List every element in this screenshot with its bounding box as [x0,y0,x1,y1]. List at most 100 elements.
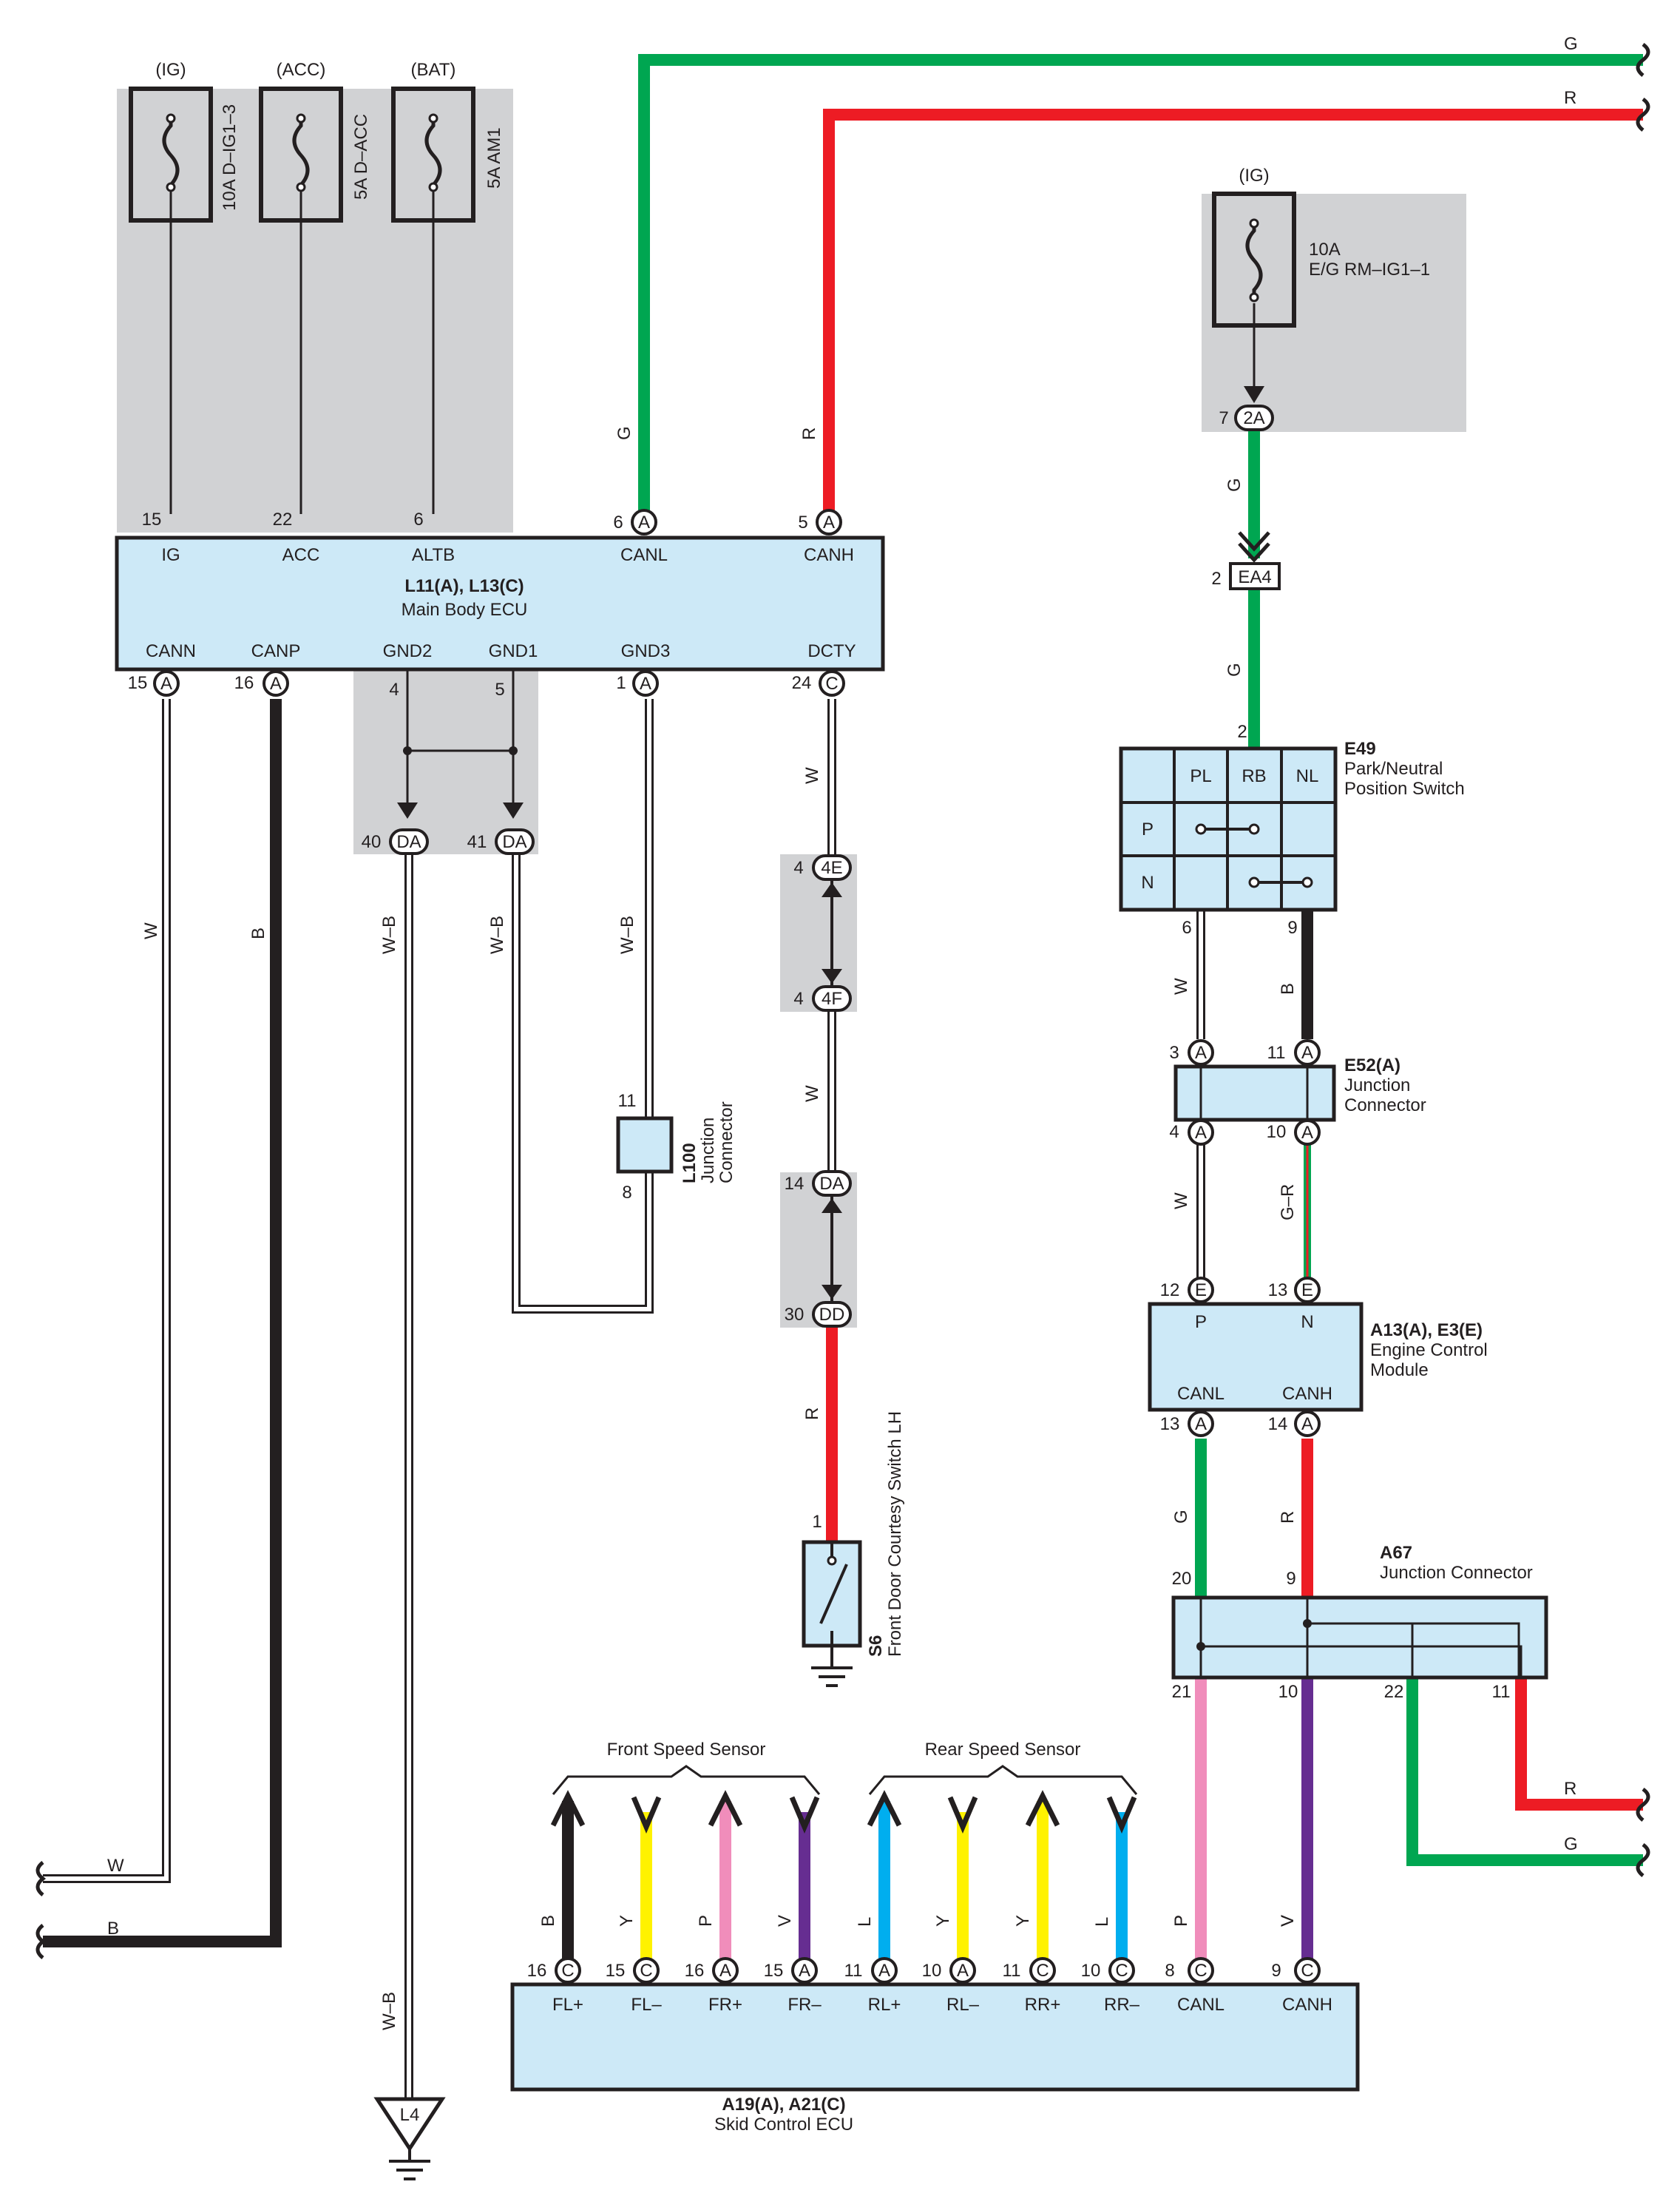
pin-label: CANL [620,545,668,565]
pin-number: 4 [1169,1122,1179,1142]
skid-control-ecu: A19(A), A21(C) Skid Control ECU [510,1982,1360,2135]
conn-code: A [160,674,172,694]
fuse-icon [292,115,310,189]
pin-number: 15 [128,673,148,693]
wire-code: G [1225,663,1244,677]
pin-number: 41 [467,832,487,852]
pin-number: 13 [1268,1280,1288,1300]
conn-code: C [561,1961,574,1981]
pin-number: 3 [1169,1043,1179,1063]
pin-label: ACC [282,545,320,565]
pin-number: 16 [685,1961,705,1981]
wire-code: Y [1013,1915,1033,1927]
l100-name-1: Junction [698,1118,718,1183]
pin-number: 4 [389,680,399,700]
s6-name: Front Door Courtesy Switch LH [885,1411,905,1657]
wire-code: W–B [379,1992,399,2030]
pin-connector [949,1957,976,1984]
pin-number: 8 [622,1183,631,1203]
wire-code-labels: G R G R W B W–B W–B W–B W–B W W R W B G … [107,34,1578,2030]
l100-junction-connector: 11 8 L100 Junction Connector [616,1091,736,1203]
wire-code: B [538,1915,558,1927]
pin-number: 15 [606,1961,626,1981]
engine-control-module: 12 E 13 E P N CANL CANH 13 A 14 A A13(A)… [1148,1277,1488,1437]
conn-code: E [1301,1280,1313,1300]
conn-code: A [1301,1123,1313,1143]
conn-code: A [878,1961,890,1981]
arrow-down-icon [789,1796,820,1834]
pin-label: RR– [1104,1995,1140,2015]
pin-label: DCTY [807,641,856,661]
pin-number: 8 [1165,1961,1174,1981]
pin-number: 2 [1211,569,1221,589]
wire-code: W–B [617,916,637,954]
pin-number: 1 [812,1512,822,1532]
e49-row: N [1141,873,1154,893]
pin-number: 16 [527,1961,547,1981]
pin-label: GND3 [621,641,671,661]
fuse-source: (ACC) [277,60,326,80]
pin-label: CANH [804,545,854,565]
pin-label: CANH [1282,1995,1332,2015]
wire-code: B [1278,983,1298,995]
arrow-down-icon [631,1796,662,1834]
pin-label: ALTB [412,545,455,565]
arrow-up-icon [867,1790,902,1827]
wires [43,54,1643,2101]
conn-code: 4E [821,858,842,878]
pin-label: P [1195,1312,1207,1332]
pin-number: 10 [1267,1122,1287,1142]
ground-l4: L4 [373,2097,446,2180]
s6-code: S6 [866,1635,886,1657]
pin-connector [633,1957,660,1984]
pin-label: GND2 [383,641,433,661]
e52-junction-connector: 3 A 11 A 4 A 10 A E52(A) Junction Connec… [1169,1039,1426,1146]
wire-code: G [1564,1834,1578,1854]
arrow-up-icon [550,1790,586,1827]
fuse-icon [424,115,442,189]
wire-code: W–B [379,916,399,954]
front-speed-sensor-label: Front Speed Sensor [607,1740,766,1760]
wire-code: G [614,426,634,440]
pin-number: 10 [1278,1682,1298,1702]
pin-number: 24 [792,673,812,693]
pin-number: 22 [1384,1682,1404,1702]
pin-label: N [1301,1312,1313,1332]
pin-number: 11 [1003,1961,1021,1981]
rear-speed-sensor-label: Rear Speed Sensor [925,1740,1081,1760]
pin-number: 10 [1081,1961,1101,1981]
e52-code: E52(A) [1344,1055,1400,1075]
e49-park-neutral-switch: 2 PL RB NL P N E49 Park/Neutral Position… [1119,722,1465,938]
pin-number: 9 [1271,1961,1281,1981]
pin-connector [1188,1957,1214,1984]
fuse-acc: (ACC) 5A D–ACC [259,60,371,223]
e49-col: NL [1296,766,1319,786]
pin-number: 6 [613,513,623,533]
ecm-name-1: Engine Control [1370,1340,1488,1360]
pin-connector [871,1957,898,1984]
pin-connector [791,1957,818,1984]
pin-label: GND1 [489,641,538,661]
wire-code: G [1564,34,1578,54]
ecm-name-2: Module [1370,1360,1429,1380]
e49-col: RB [1242,766,1266,786]
conn-code: A [823,513,835,533]
ground-code: L4 [400,2105,420,2125]
wire-code: W [141,922,161,939]
wire-code: W [1171,978,1191,995]
pin-label: CANL [1177,1384,1225,1404]
fuse-ig: (IG) 10A D–IG1–3 [129,60,240,223]
pin-number: 22 [273,510,293,530]
conn-code: A [799,1961,810,1981]
conn-code: C [1194,1961,1207,1981]
ground-icon [389,2149,430,2180]
pin-connector [1294,1957,1321,1984]
arrow-down-icon [1106,1796,1137,1834]
dcty-connectors: 4 4E 4 4F 14 DA 30 DD [785,854,852,1328]
wire-code: G [1171,1510,1191,1524]
pin-number: 9 [1287,918,1297,938]
pin-number: 7 [1219,408,1228,428]
main-body-ecu: L11(A), L13(C) Main Body ECU 15 IG 22 AC… [115,509,885,700]
wire-code: G–R [1278,1184,1298,1220]
pin-label: RR+ [1025,1995,1061,2015]
